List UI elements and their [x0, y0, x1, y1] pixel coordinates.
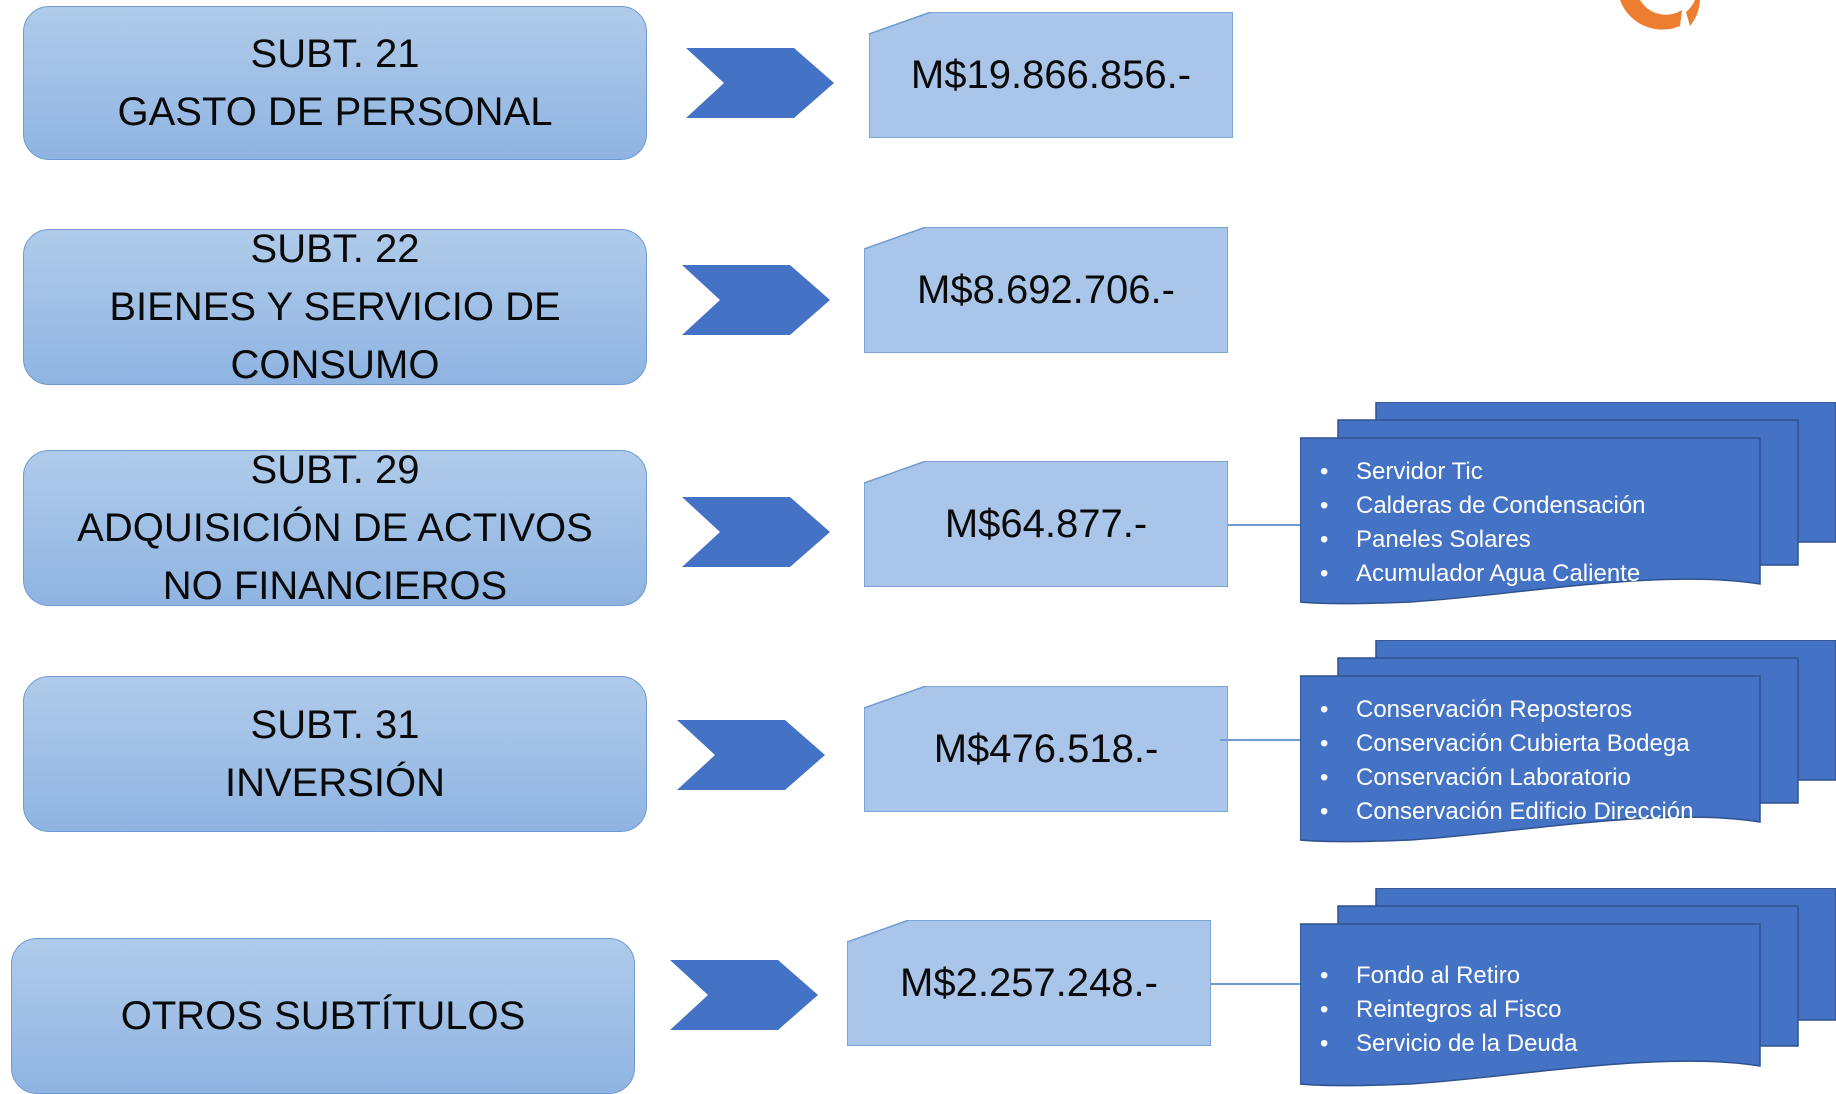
subt-line: BIENES Y SERVICIO DE [109, 285, 561, 329]
list-item: • Conservación Reposteros [1300, 693, 1693, 727]
amount-box: M$64.877.- [864, 461, 1228, 587]
items-document-stack: • Fondo al Retiro • Reintegros al Fisco • S… [1300, 888, 1836, 1090]
list-item-label: Servicio de la Deuda [1356, 1030, 1578, 1057]
bullet-icon: • [1320, 730, 1329, 757]
items-document-stack: •Servidor Tic •Calderas de Condensación … [1300, 402, 1836, 612]
amount-value: M$476.518.- [933, 726, 1159, 771]
bullet-icon: • [1320, 526, 1329, 553]
bullet-icon: • [1320, 1030, 1329, 1057]
list-item: • Acumulador Agua Caliente [1300, 557, 1646, 591]
subt-box-29: SUBT. 29 ADQUISICIÓN DE ACTIVOS NO FINAN… [23, 448, 647, 608]
subt-line: SUBT. 21 [250, 32, 420, 76]
bullet-icon: • [1320, 962, 1329, 989]
subt-line: INVERSIÓN [224, 761, 446, 805]
list-item-label: Calderas de Condensación [1356, 492, 1646, 519]
subt-box-31: SUBT. 31 INVERSIÓN [23, 676, 647, 832]
list-item: • Reintegros al Fisco [1300, 993, 1577, 1027]
connector-line [1220, 739, 1300, 741]
bullet-icon: • [1320, 996, 1329, 1023]
bullet-icon: • [1320, 798, 1329, 825]
bullet-icon: • [1320, 764, 1329, 791]
list-item: • Calderas de Condensación [1300, 489, 1646, 523]
items-list: • Fondo al Retiro • Reintegros al Fisco • S… [1300, 959, 1577, 1061]
list-item-label: Reintegros al Fisco [1356, 996, 1562, 1023]
amount-value: M$2.257.248.- [900, 960, 1158, 1005]
list-item-label: Conservación Cubierta Bodega [1356, 730, 1690, 757]
list-item-label: Conservación Laboratorio [1356, 764, 1631, 791]
subt-box-22: SUBT. 22 BIENES Y SERVICIO DE CONSUMO [23, 227, 647, 387]
subt-box-otros: OTROS SUBTÍTULOS [11, 938, 635, 1094]
subt-line: SUBT. 31 [250, 703, 420, 747]
bullet-icon: • [1320, 458, 1329, 485]
bullet-icon: • [1320, 492, 1329, 519]
amount-box: M$19.866.856.- [869, 12, 1233, 138]
amount-box: M$476.518.- [864, 686, 1228, 812]
list-item-label: Conservación Edificio Dirección [1356, 798, 1694, 825]
subt-box-21: SUBT. 21 GASTO DE PERSONAL [23, 6, 647, 160]
bullet-icon: • [1320, 560, 1329, 587]
list-item: • Conservación Edificio Dirección [1300, 795, 1693, 829]
items-list: • Conservación Reposteros • Conservación C… [1300, 693, 1693, 829]
orange-ring-logo-icon [1620, 0, 1700, 30]
amount-box: M$2.257.248.- [847, 920, 1211, 1046]
subt-line: OTROS SUBTÍTULOS [120, 994, 526, 1038]
list-item-label: Fondo al Retiro [1356, 962, 1521, 989]
subt-line: NO FINANCIEROS [162, 564, 508, 608]
list-item: • Conservación Laboratorio [1300, 761, 1693, 795]
subt-line: GASTO DE PERSONAL [117, 90, 553, 134]
connector-line [1228, 524, 1300, 526]
connector-line [1211, 983, 1300, 985]
list-item: • Fondo al Retiro [1300, 959, 1577, 993]
list-item-label: Conservación Reposteros [1356, 696, 1633, 723]
list-item-label: Acumulador Agua Caliente [1356, 560, 1641, 587]
amount-value: M$19.866.856.- [910, 52, 1192, 97]
subt-line: CONSUMO [230, 343, 440, 387]
bullet-icon: • [1320, 696, 1329, 723]
list-item-label: Paneles Solares [1356, 526, 1531, 553]
list-item: • Paneles Solares [1300, 523, 1646, 557]
chevron-arrow-icon [682, 497, 830, 567]
subt-line: SUBT. 29 [250, 448, 420, 492]
list-item: • Servicio de la Deuda [1300, 1027, 1577, 1061]
subt-line: SUBT. 22 [250, 227, 420, 271]
list-item: • Conservación Cubierta Bodega [1300, 727, 1693, 761]
items-list: •Servidor Tic •Calderas de Condensación … [1300, 455, 1646, 591]
amount-box: M$8.692.706.- [864, 227, 1228, 353]
chevron-arrow-icon [686, 48, 834, 118]
list-item: • Servidor Tic [1300, 455, 1646, 489]
items-document-stack: • Conservación Reposteros • Conservación C… [1300, 640, 1836, 850]
list-item-label: Servidor Tic [1356, 458, 1483, 485]
chevron-arrow-icon [670, 960, 818, 1030]
chevron-arrow-icon [682, 265, 830, 335]
amount-value: M$8.692.706.- [917, 267, 1175, 312]
subt-line: ADQUISICIÓN DE ACTIVOS [77, 506, 593, 550]
amount-value: M$64.877.- [944, 501, 1148, 546]
chevron-arrow-icon [677, 720, 825, 790]
